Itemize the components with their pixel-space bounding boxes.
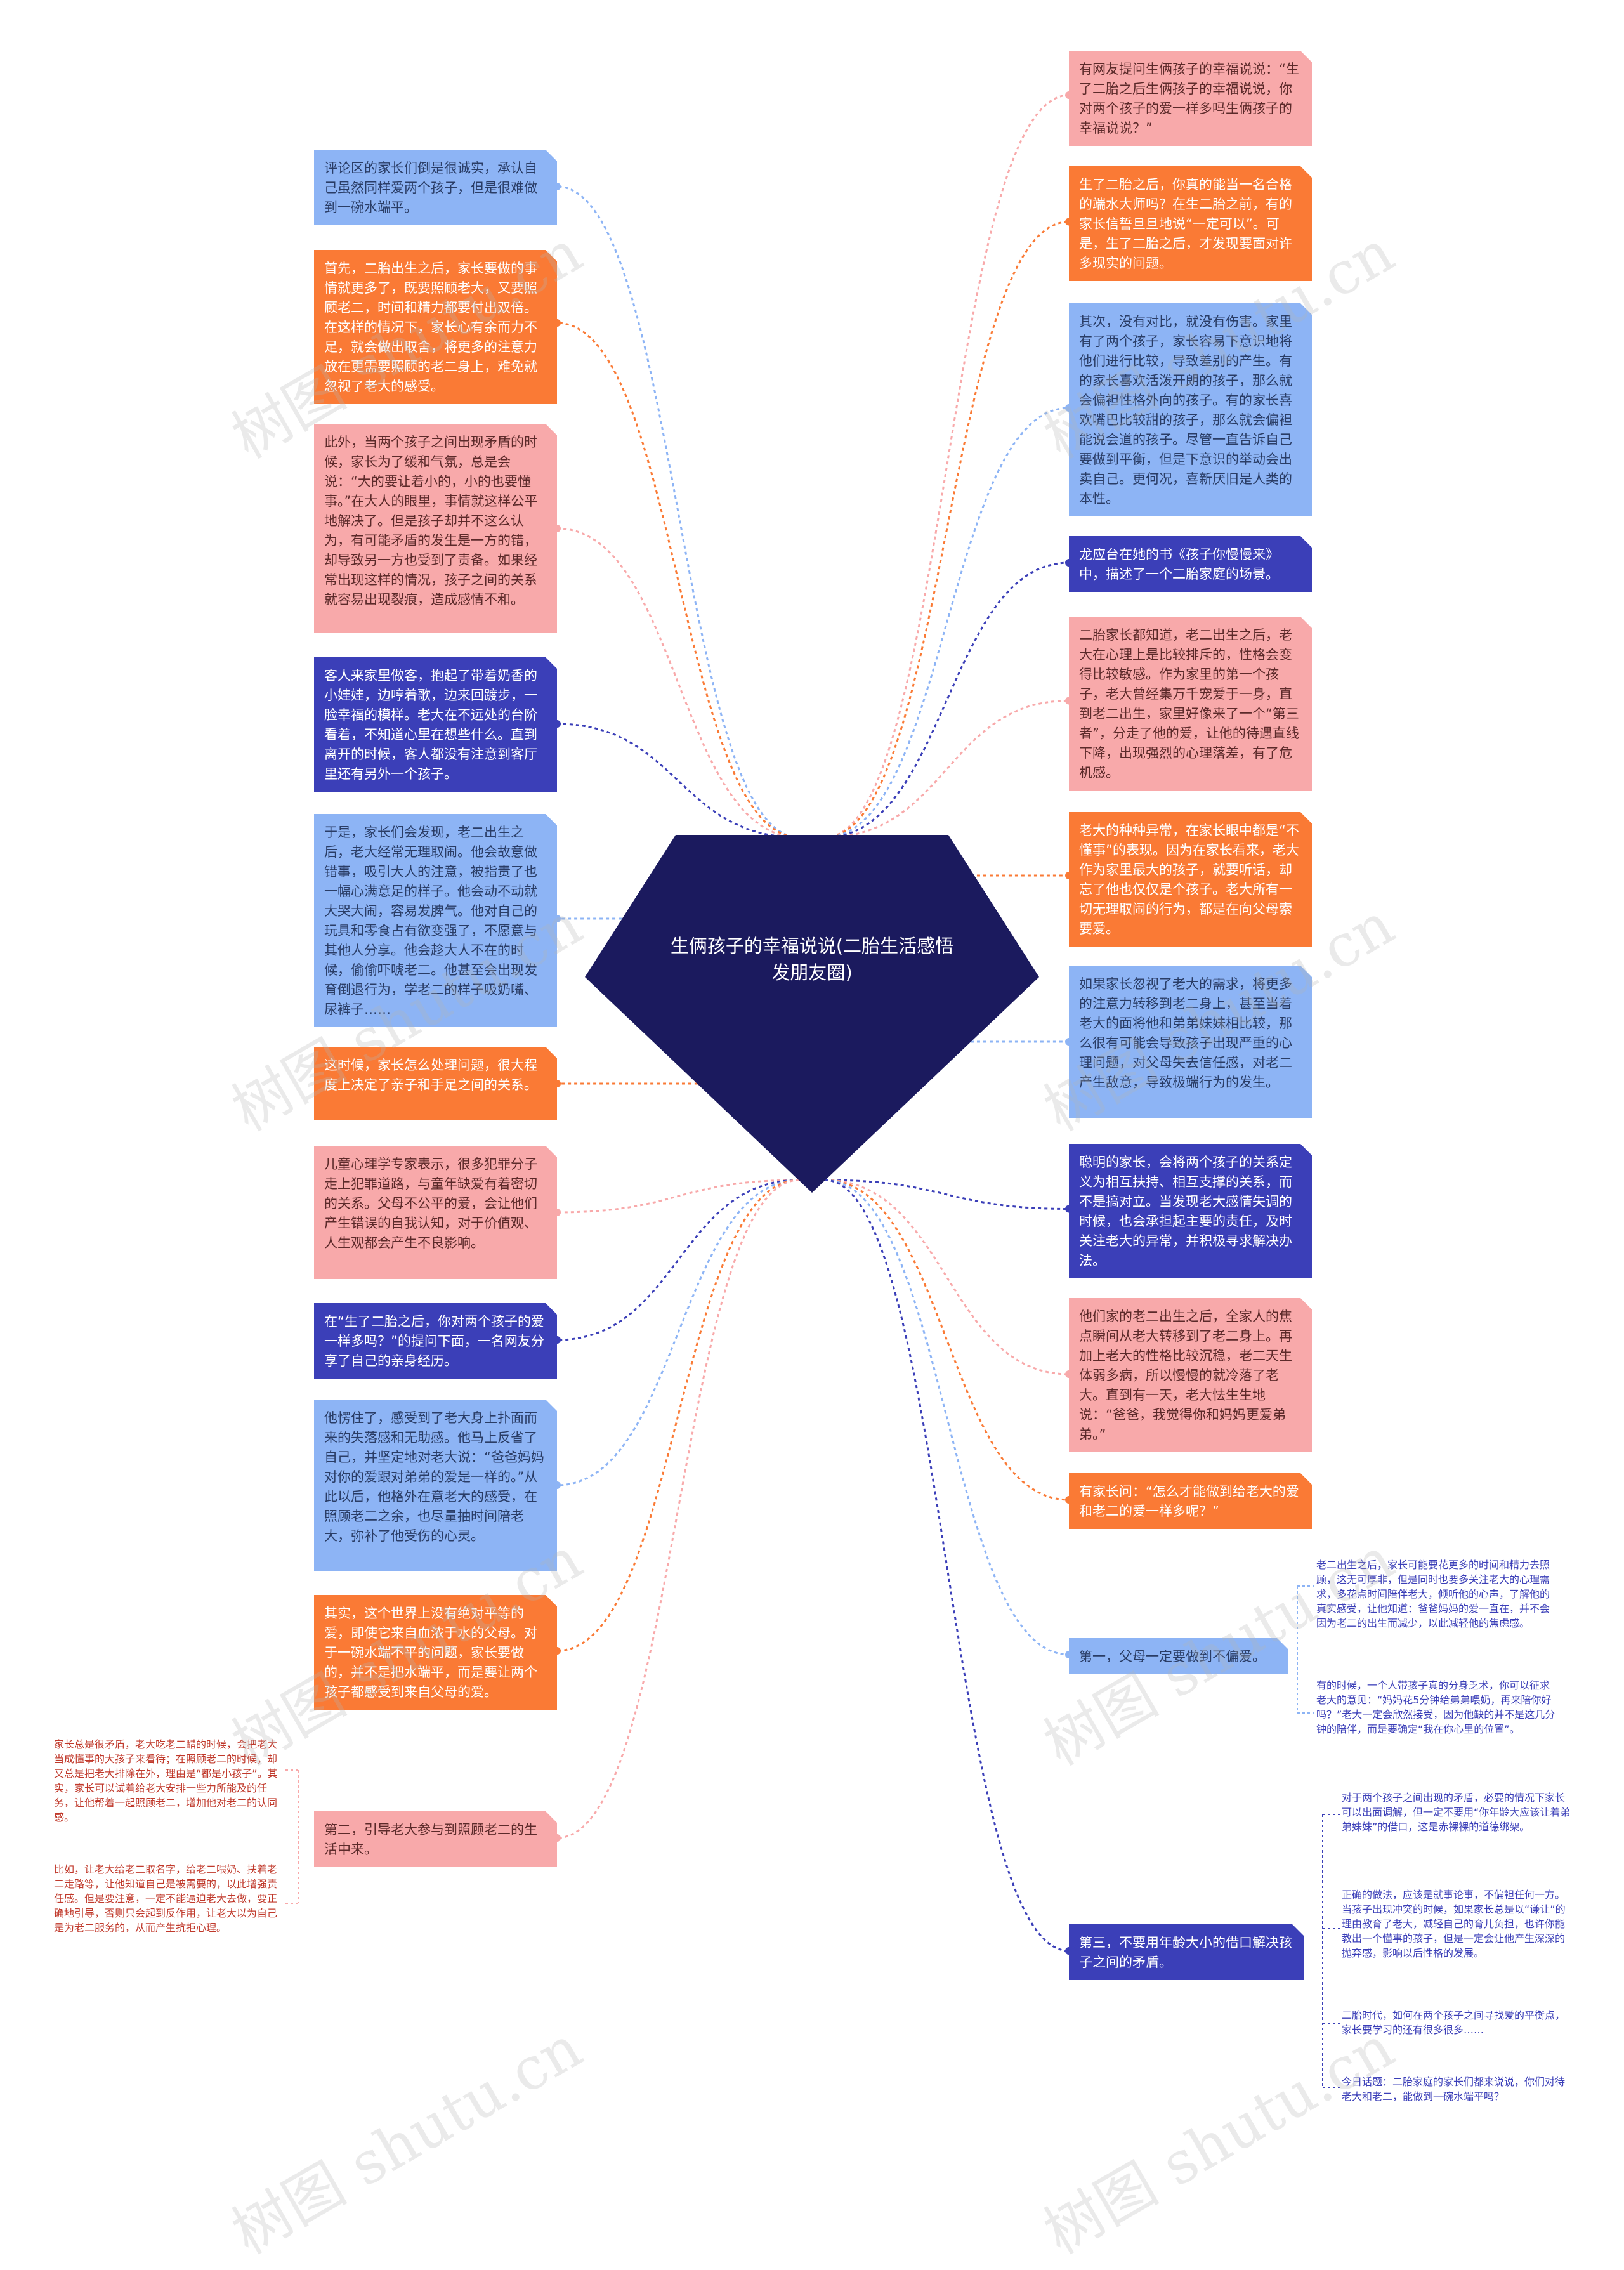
left-topic-node[interactable]: 首先，二胎出生之后，家长要做的事情就更多了，既要照顾老大，又要照顾老二，时间和精… bbox=[314, 250, 557, 404]
leaf-note[interactable]: 正确的做法，应该是就事论事，不偏袒任何一方。当孩子出现冲突的时候，如果家长总是以… bbox=[1342, 1889, 1566, 1959]
right-topic-node[interactable]: 老大的种种异常，在家长眼中都是“不懂事”的表现。因为在家长看来，老大作为家里最大… bbox=[1069, 812, 1312, 947]
connector-line bbox=[556, 185, 800, 839]
connector-line bbox=[556, 1179, 800, 1341]
center-title[interactable]: 生俩孩子的幸福说说(二胎生活感悟发朋友圈) bbox=[670, 935, 954, 983]
connector-line bbox=[556, 1179, 800, 1486]
connector-line bbox=[556, 1179, 800, 1214]
connector-line bbox=[556, 1179, 800, 1839]
right-topic-node[interactable]: 有家长问：“怎么才能做到给老大的爱和老二的爱一样多呢？” bbox=[1069, 1473, 1312, 1529]
left-topic-node[interactable]: 此外，当两个孩子之间出现矛盾的时候，家长为了缓和气氛，总是会说：“大的要让着小的… bbox=[314, 424, 557, 633]
leaf-note[interactable]: 对于两个孩子之间出现的矛盾，必要的情况下家长可以出面调解，但一定不要用“你年龄大… bbox=[1342, 1792, 1571, 1833]
right-topic-node[interactable]: 有网友提问生俩孩子的幸福说说：“生了二胎之后生俩孩子的幸福说说，你对两个孩子的爱… bbox=[1069, 51, 1312, 146]
connector-line bbox=[824, 700, 1070, 839]
leaf-note[interactable]: 家长总是很矛盾，老大吃老二醋的时候，会把老大当成懂事的大孩子来看待；在照顾老二的… bbox=[54, 1738, 278, 1823]
right-topic-node[interactable]: 生了二胎之后，你真的能当一名合格的端水大师吗？在生二胎之前，有的家长信誓旦旦地说… bbox=[1069, 166, 1312, 281]
connector-line bbox=[824, 407, 1070, 839]
right-topic-node[interactable]: 二胎家长都知道，老二出生之后，老大在心理上是比较排斥的，性格会变得比较敏感。作为… bbox=[1069, 617, 1312, 791]
connector-line bbox=[824, 1179, 1070, 1656]
connector-line bbox=[824, 1179, 1070, 1375]
left-topic-node[interactable]: 儿童心理学专家表示，很多犯罪分子走上犯罪道路，与童年缺爱有着密切的关系。父母不公… bbox=[314, 1146, 557, 1279]
leaf-note[interactable]: 老二出生之后，家长可能要花更多的时间和精力去照顾，这无可厚非，但是同时也要多关注… bbox=[1316, 1559, 1550, 1629]
right-topic-node[interactable]: 如果家长忽视了老大的需求，将更多的注意力转移到老二身上，甚至当着老大的面将他和弟… bbox=[1069, 966, 1312, 1118]
left-topic-node[interactable]: 这时候，家长怎么处理问题，很大程度上决定了亲子和手足之间的关系。 bbox=[314, 1047, 557, 1120]
leaf-note[interactable]: 比如，让老大给老二取名字，给老二喂奶、扶着老二走路等，让他知道自己是被需要的，以… bbox=[54, 1863, 278, 1934]
left-topic-node[interactable]: 在“生了二胎之后，你对两个孩子的爱一样多吗？”的提问下面，一名网友分享了自己的亲… bbox=[314, 1303, 557, 1379]
left-topic-node[interactable]: 其实，这个世界上没有绝对平等的爱，即使它来自血浓于水的父母。对于一碗水端不平的问… bbox=[314, 1595, 557, 1710]
left-topic-node[interactable]: 客人来家里做客，抱起了带着奶香的小娃娃，边哼着歌，边来回踱步，一脸幸福的模样。老… bbox=[314, 657, 557, 792]
left-topic-node[interactable]: 他愣住了，感受到了老大身上扑面而来的失落感和无助感。他马上反省了自己，并坚定地对… bbox=[314, 1400, 557, 1571]
leaf-note[interactable]: 今日话题：二胎家庭的家长们都来说说，你们对待老大和老二，能做到一碗水端平吗？ bbox=[1342, 2076, 1566, 2103]
right-topic-node[interactable]: 他们家的老二出生之后，全家人的焦点瞬间从老大转移到了老二身上。再加上老大的性格比… bbox=[1069, 1298, 1312, 1452]
right-topic-node[interactable]: 龙应台在她的书《孩子你慢慢来》中，描述了一个二胎家庭的场景。 bbox=[1069, 536, 1312, 592]
left-topic-node[interactable]: 第二，引导老大参与到照顾老二的生活中来。 bbox=[314, 1811, 557, 1867]
leaf-note[interactable]: 二胎时代，如何在两个孩子之间寻找爱的平衡点，家长要学习的还有很多很多…… bbox=[1342, 2009, 1566, 2036]
center-diamond bbox=[585, 835, 1039, 1193]
left-topic-node[interactable]: 于是，家长们会发现，老二出生之后，老大经常无理取闹。他会故意做错事，吸引大人的注… bbox=[314, 814, 557, 1027]
right-topic-node[interactable]: 其次，没有对比，就没有伤害。家里有了两个孩子，家长容易下意识地将他们进行比较，导… bbox=[1069, 303, 1312, 516]
connector-line bbox=[824, 1179, 1070, 1210]
connector-line bbox=[556, 322, 800, 839]
connector-line bbox=[824, 1179, 1070, 1952]
center-shape-layer bbox=[585, 835, 1039, 1193]
leaf-note[interactable]: 有的时候，一个人带孩子真的分身乏术，你可以征求老大的意见：“妈妈花5分钟给弟弟喂… bbox=[1316, 1679, 1555, 1735]
right-topic-node[interactable]: 第三，不要用年龄大小的借口解决孩子之间的矛盾。 bbox=[1069, 1924, 1304, 1980]
left-topic-node[interactable]: 评论区的家长们倒是很诚实，承认自己虽然同样爱两个孩子，但是很难做到一碗水端平。 bbox=[314, 150, 557, 225]
connector-line bbox=[824, 1179, 1070, 1501]
right-topic-node[interactable]: 第一，父母一定要做到不偏爱。 bbox=[1069, 1638, 1288, 1674]
connector-line bbox=[824, 221, 1070, 839]
connector-line bbox=[556, 723, 800, 839]
right-topic-node[interactable]: 聪明的家长，会将两个孩子的关系定义为相互扶持、相互支撑的关系，而不是搞对立。当发… bbox=[1069, 1144, 1312, 1278]
